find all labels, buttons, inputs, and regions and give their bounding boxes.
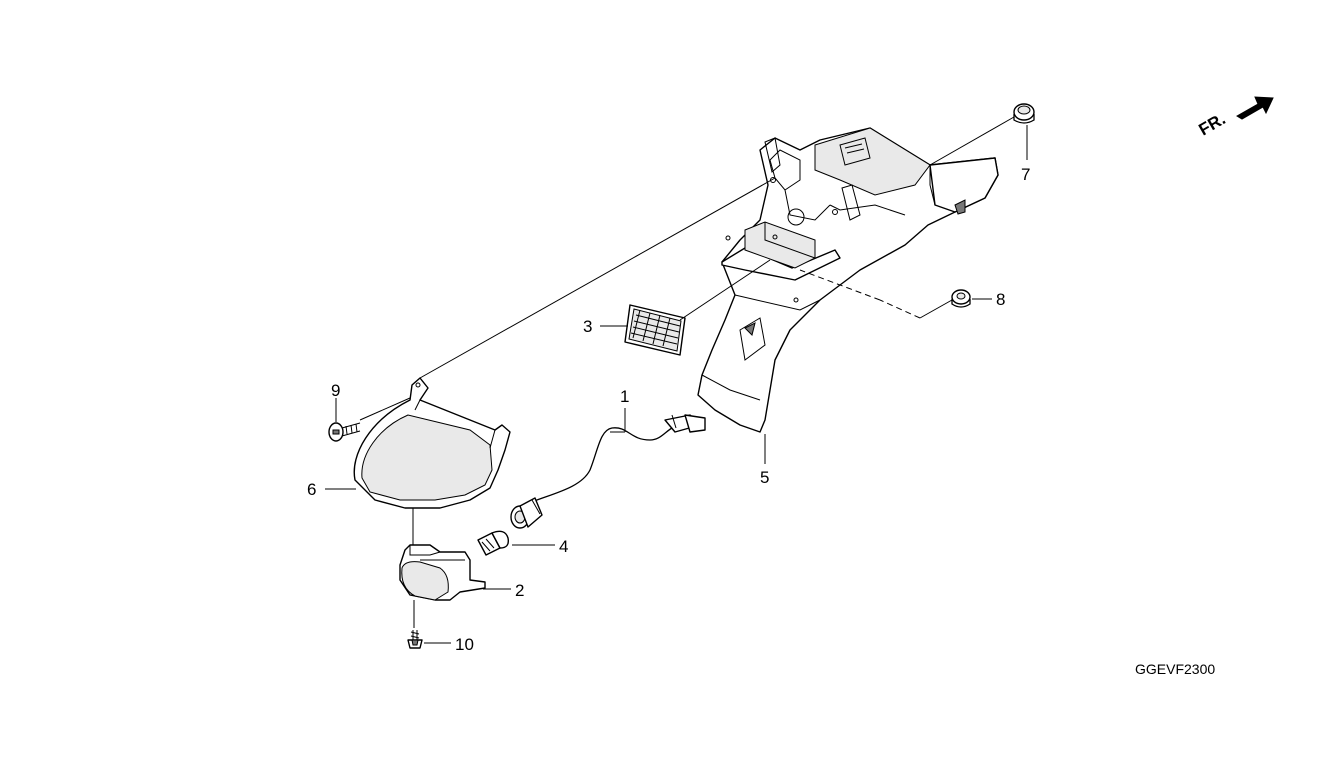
grommet-part[interactable]	[1013, 103, 1035, 124]
screw-part-10[interactable]	[407, 630, 423, 649]
callout-1: 1	[620, 387, 629, 406]
front-direction-indicator: FR.	[1196, 96, 1274, 139]
callout-9: 9	[331, 381, 340, 400]
fender-cover-part[interactable]	[353, 377, 511, 509]
callout-labels: 1 2 3 4 5 6 7 8 9 10	[307, 165, 1030, 654]
bulb-part[interactable]	[477, 530, 510, 556]
callout-3: 3	[583, 317, 592, 336]
callout-5: 5	[760, 468, 769, 487]
callout-4: 4	[559, 537, 568, 556]
callout-8: 8	[996, 290, 1005, 309]
license-light-harness-part[interactable]	[510, 414, 706, 529]
rear-fender-part[interactable]	[697, 127, 999, 433]
reflector-part[interactable]	[624, 304, 686, 356]
callout-6: 6	[307, 480, 316, 499]
drawing-code: GGEVF2300	[1135, 661, 1215, 677]
callout-2: 2	[515, 581, 524, 600]
front-direction-label: FR.	[1196, 109, 1229, 139]
screw-part-9[interactable]	[328, 422, 361, 442]
callout-10: 10	[455, 635, 474, 654]
nut-part[interactable]	[951, 289, 971, 308]
callout-7: 7	[1021, 165, 1030, 184]
leader-lines	[325, 116, 1028, 644]
front-direction-arrow-icon	[1236, 96, 1274, 120]
license-light-part[interactable]	[399, 544, 486, 601]
